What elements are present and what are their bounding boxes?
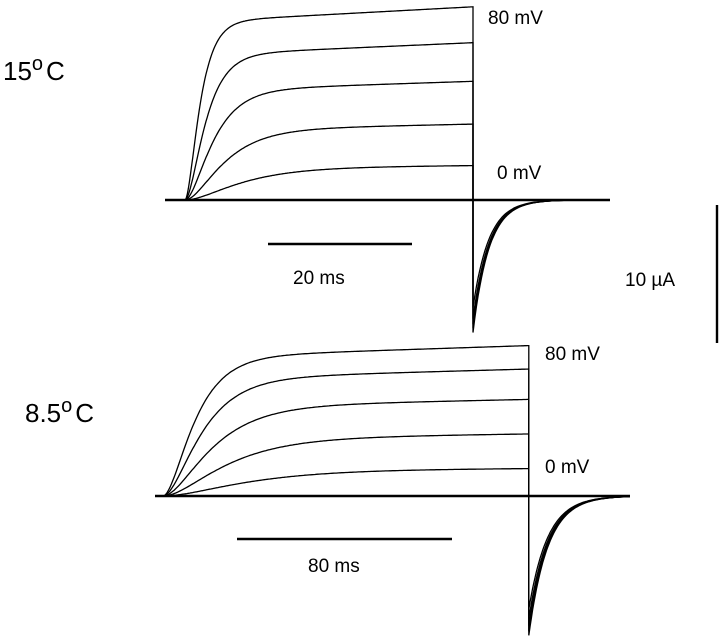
trace-40mv-15c xyxy=(184,80,610,325)
time-scale-label-80ms: 80 ms xyxy=(308,556,360,577)
label-0mv-top: 0 mV xyxy=(497,163,542,184)
current-scale-label-10ua: 10 µA xyxy=(625,270,675,291)
trace-80mv-15c xyxy=(184,6,610,333)
trace-60mv-15c xyxy=(184,42,610,329)
trace-0mv-15c xyxy=(185,164,610,308)
trace-20mv-15c xyxy=(184,123,610,319)
trace-20mv-8-5c xyxy=(163,433,630,619)
trace-60mv-8-5c xyxy=(162,368,631,632)
label-0mv-bottom: 0 mV xyxy=(545,457,590,478)
time-scale-label-20ms: 20 ms xyxy=(293,268,345,289)
trace-0mv-8-5c xyxy=(163,467,631,610)
label-80mv-bottom: 80 mV xyxy=(545,344,600,365)
trace-80mv-8-5c xyxy=(162,344,631,636)
label-80mv-top: 80 mV xyxy=(488,8,543,29)
trace-40mv-8-5c xyxy=(162,398,630,626)
